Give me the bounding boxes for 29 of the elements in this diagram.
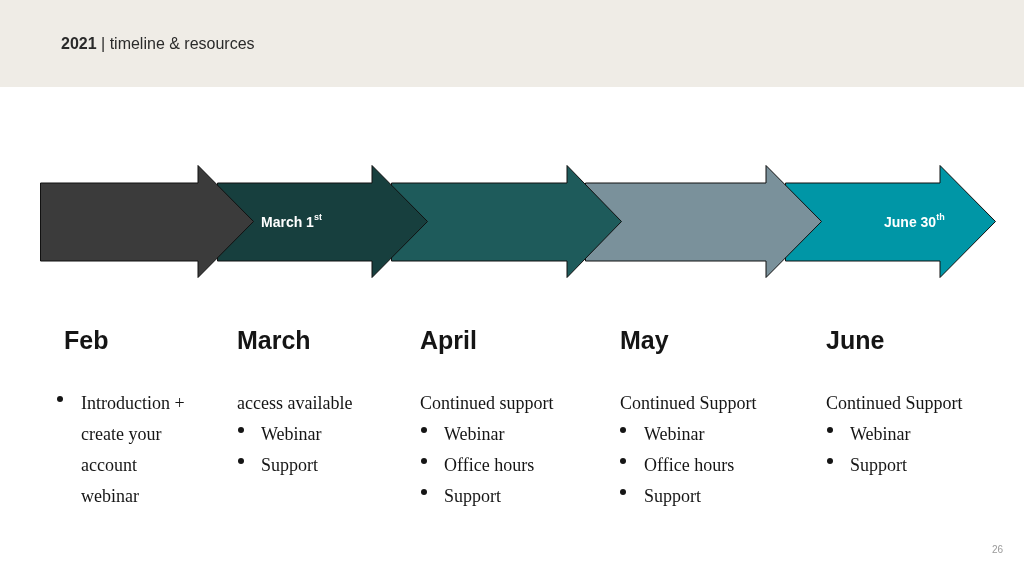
month-heading: May xyxy=(620,326,669,354)
month-heading: Feb xyxy=(64,326,109,354)
list-item-text: Continued Support xyxy=(826,392,963,415)
timeline-segment xyxy=(217,165,428,278)
page-number: 26 xyxy=(991,544,1003,556)
list-item-text: Continued Support xyxy=(620,392,757,415)
date-label: June 30$^{th}$ xyxy=(884,213,945,230)
list-item-text: Support xyxy=(644,485,701,508)
month-heading: June xyxy=(826,326,885,354)
list-item-text: Webinar xyxy=(261,423,322,446)
timeline-segment xyxy=(391,165,622,278)
list-item-text: Webinar xyxy=(444,423,505,446)
list-item-text: Support xyxy=(850,454,907,477)
list-item-text: Office hours xyxy=(644,454,735,477)
month-heading: March xyxy=(237,326,311,354)
list-item-text: Webinar xyxy=(850,423,911,446)
list-item-text: Continued support xyxy=(420,392,554,415)
slide-title: 2021 | timeline & resources xyxy=(61,34,255,53)
timeline-segment xyxy=(785,165,996,278)
list-item-text: Support xyxy=(444,485,501,508)
list-item-text: access available xyxy=(237,392,353,415)
list-item-text: Webinar xyxy=(644,423,705,446)
list-item-text: Office hours xyxy=(444,454,535,477)
list-item-text: Support xyxy=(261,454,318,477)
month-heading: April xyxy=(420,326,477,354)
date-label: March 1$^{st}$ xyxy=(261,213,322,230)
timeline-segment xyxy=(585,165,822,278)
timeline-segment xyxy=(40,165,254,278)
list-item-text: Introduction + create your account webinar xyxy=(81,392,186,508)
